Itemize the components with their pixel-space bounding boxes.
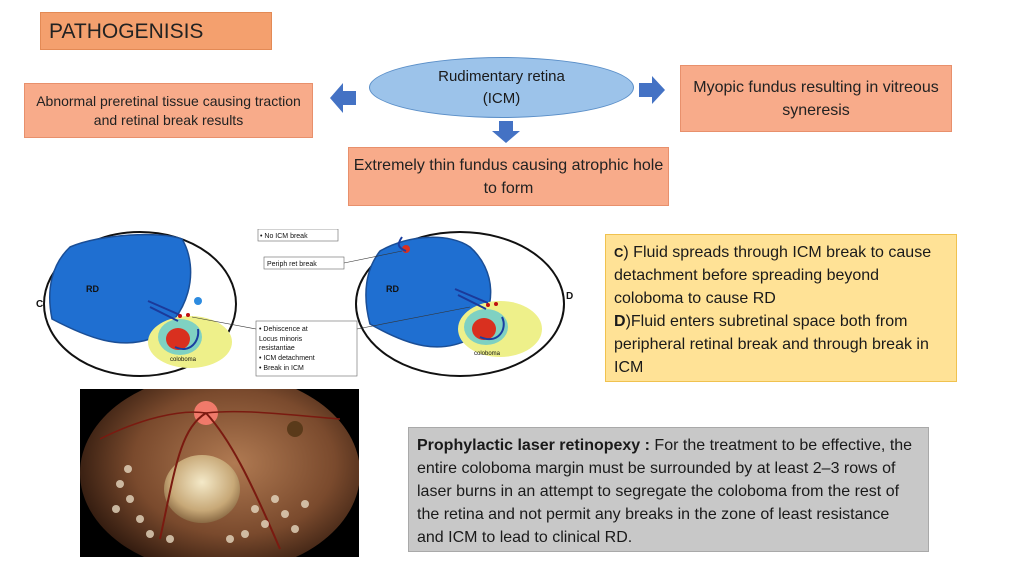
center-line-1: Rudimentary retina xyxy=(438,67,565,85)
slide-title: PATHOGENISIS xyxy=(40,12,272,50)
coloboma-left-label: coloboma xyxy=(170,357,197,363)
c-text: ) Fluid spreads through ICM break to cau… xyxy=(614,244,932,307)
cd-explanation-box: C) Fluid spreads through ICM break to ca… xyxy=(605,234,957,382)
right-cause-box: Myopic fundus resulting in vitreous syne… xyxy=(680,65,952,132)
legend-list: • Dehiscence at Locus minoris resistanti… xyxy=(259,326,315,372)
arrow-right-icon xyxy=(639,76,665,104)
c-label: C xyxy=(614,245,624,260)
legend-item: • Break in ICM xyxy=(259,365,304,372)
bottom-cause-box: Extremely thin fundus causing atrophic h… xyxy=(348,147,669,206)
d-label: D xyxy=(614,313,626,330)
left-cause-text: Abnormal preretinal tissue causing tract… xyxy=(36,92,301,128)
periph-ret-break-label: Periph ret break xyxy=(267,261,317,268)
d-text: )Fluid enters subretinal space both from… xyxy=(614,313,929,376)
center-ellipse: Rudimentary retina (ICM) xyxy=(369,57,634,118)
legend-item: • ICM detachment xyxy=(259,355,315,362)
legend-item: resistantiae xyxy=(259,345,295,352)
eye-d: RD coloboma xyxy=(355,231,565,377)
label-d: D xyxy=(566,291,573,302)
arrow-left-icon xyxy=(330,83,356,113)
laser-text: For the treatment to be effective, the e… xyxy=(417,437,913,546)
fundus-photo xyxy=(80,389,359,557)
bottom-cause-text: Extremely thin fundus causing atrophic h… xyxy=(353,156,664,197)
fundus-image xyxy=(80,389,359,557)
eye-c: RD coloboma xyxy=(43,231,237,377)
label-c: C xyxy=(36,299,43,310)
legend-item: Locus minoris xyxy=(259,336,303,343)
rd-right-label: RD xyxy=(386,284,399,294)
arrow-down-icon xyxy=(492,121,520,143)
coloboma-right-label: coloboma xyxy=(474,351,501,357)
right-cause-text: Myopic fundus resulting in vitreous syne… xyxy=(693,78,939,119)
no-icm-break-label: • No ICM break xyxy=(260,233,308,240)
rd-left-label: RD xyxy=(86,284,99,294)
center-line-2: (ICM) xyxy=(482,89,521,107)
laser-label: Prophylactic laser retinopexy : xyxy=(417,437,650,454)
left-cause-box: Abnormal preretinal tissue causing tract… xyxy=(24,83,313,138)
laser-retinopexy-box: Prophylactic laser retinopexy : For the … xyxy=(408,427,929,552)
coloboma-diagram: RD coloboma C RD coloboma D • No ICM bre… xyxy=(36,229,573,377)
legend-item: • Dehiscence at xyxy=(259,326,308,333)
